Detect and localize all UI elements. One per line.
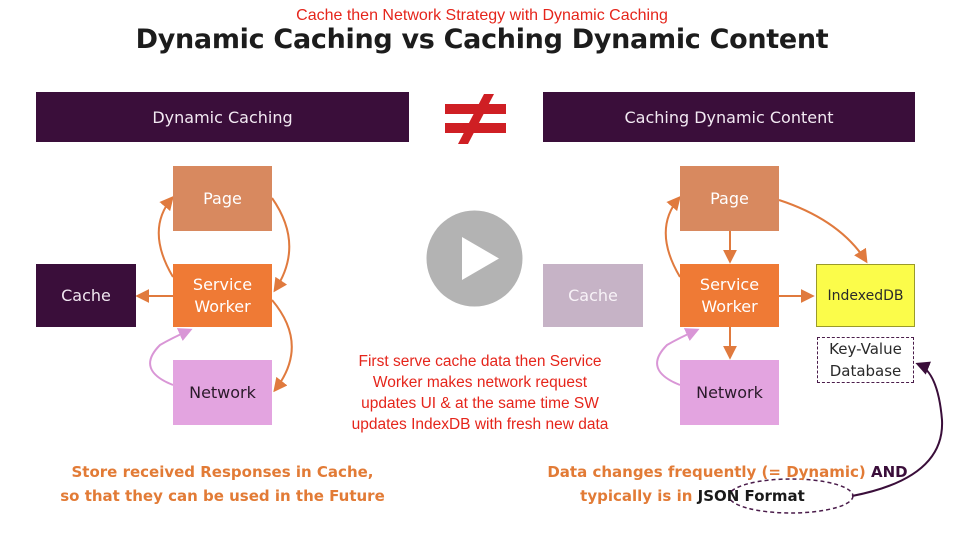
kv-label-2: Database <box>829 362 902 380</box>
left-cache-label: Cache <box>61 285 111 305</box>
play-button-icon <box>426 210 523 307</box>
right-note-line-2a: typically is in <box>580 487 693 505</box>
center-note-line-3: updates UI & at the same time SW <box>361 395 599 412</box>
json-format-label: JSON Format <box>697 487 805 505</box>
indexeddb-label: IndexedDB <box>827 287 904 304</box>
right-page-label: Page <box>710 188 749 208</box>
right-service-worker-box: Service Worker <box>680 264 779 327</box>
key-value-database-box: Key-Value Database <box>817 337 914 383</box>
right-sw-label-2: Worker <box>701 296 758 316</box>
right-sw-label-1: Service <box>699 274 760 294</box>
indexeddb-box: IndexedDB <box>816 264 915 327</box>
left-cache-box: Cache <box>36 264 136 327</box>
slide-title: Dynamic Caching vs Caching Dynamic Conte… <box>135 24 829 55</box>
center-note-line-1: First serve cache data then Service <box>358 353 602 370</box>
right-cache-label: Cache <box>568 285 618 305</box>
right-network-box: Network <box>680 360 779 425</box>
left-page-box: Page <box>173 166 272 231</box>
left-orange-note: Store received Responses in Cache, so th… <box>30 460 415 508</box>
kv-label-1: Key-Value <box>829 340 902 358</box>
dynamic-caching-heading: Dynamic Caching <box>36 92 409 142</box>
right-cache-box: Cache <box>543 264 643 327</box>
left-note-line-2: so that they can be used in the Future <box>60 487 385 505</box>
right-network-label: Network <box>696 382 763 402</box>
caching-dynamic-content-heading: Caching Dynamic Content <box>543 92 915 142</box>
right-orange-note: Data changes frequently (= Dynamic) AND … <box>535 460 920 508</box>
center-note-line-2: Worker makes network request <box>372 374 588 391</box>
left-sw-label-2: Worker <box>194 296 251 316</box>
left-service-worker-box: Service Worker <box>173 264 272 327</box>
center-red-note: First serve cache data then Service Work… <box>330 351 630 435</box>
left-network-label: Network <box>189 382 256 402</box>
left-sw-label-1: Service <box>192 274 253 294</box>
play-button[interactable] <box>426 210 523 307</box>
right-note-line-1a: Data changes frequently (= Dynamic) <box>547 463 866 481</box>
left-network-box: Network <box>173 360 272 425</box>
video-subtitle: Cache then Network Strategy with Dynamic… <box>296 7 668 24</box>
center-note-line-4: updates IndexDB with fresh new data <box>351 416 609 433</box>
right-note-line-1b: AND <box>871 463 908 481</box>
left-note-line-1: Store received Responses in Cache, <box>71 463 374 481</box>
left-page-label: Page <box>203 188 242 208</box>
right-page-box: Page <box>680 166 779 231</box>
